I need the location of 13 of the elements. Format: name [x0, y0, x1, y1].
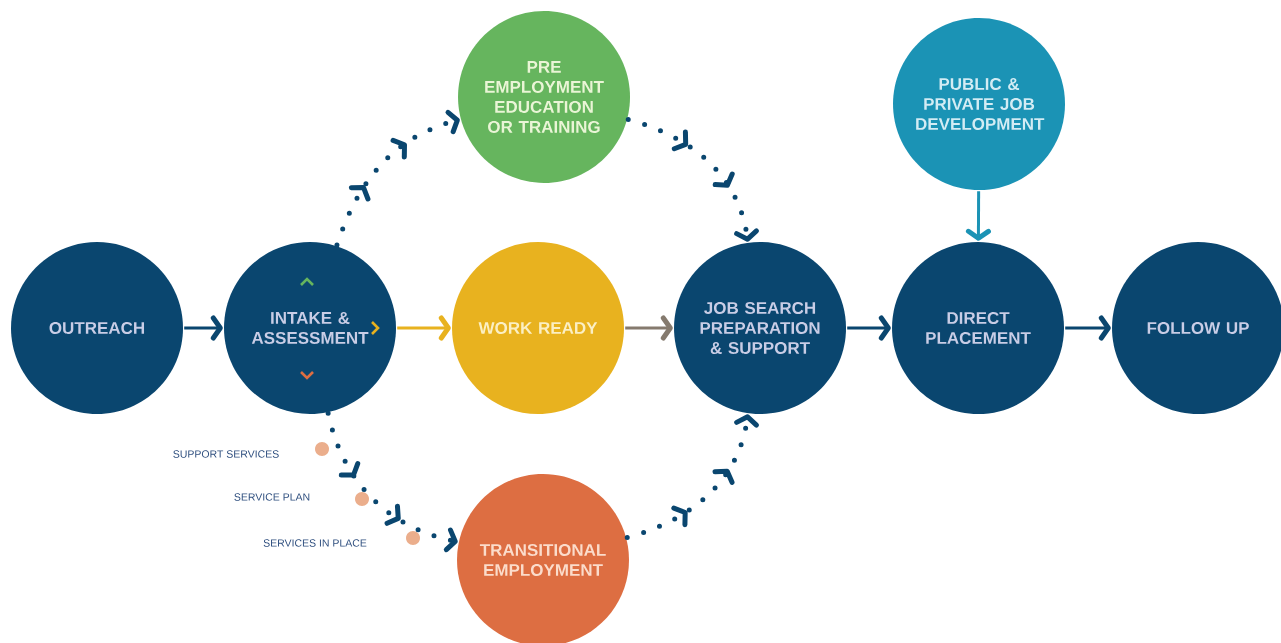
arrow	[1065, 315, 1111, 341]
step-label: SUPPORT SERVICES	[173, 450, 279, 458]
arrow	[624, 414, 759, 540]
arrow	[625, 315, 673, 341]
step-label: SERVICES IN PLACE	[263, 539, 367, 547]
arrow	[847, 315, 891, 341]
step-label: SERVICE PLAN	[234, 493, 310, 501]
arrow	[184, 315, 223, 341]
arrow	[625, 117, 759, 242]
arrow	[965, 191, 991, 241]
arrow	[334, 109, 460, 248]
arrow	[325, 410, 458, 553]
arrow	[397, 315, 451, 341]
